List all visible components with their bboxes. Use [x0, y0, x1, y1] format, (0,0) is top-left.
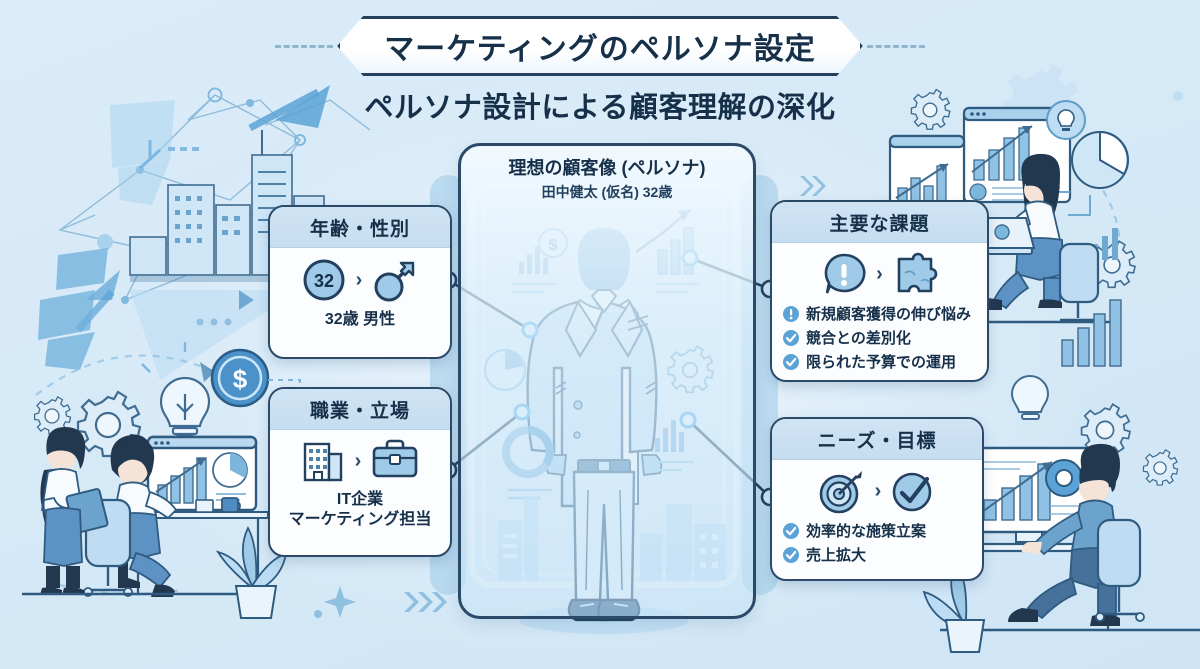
right-charts-decoration — [1010, 299, 1179, 486]
check-badge-icon — [783, 546, 799, 563]
check-circle-icon — [893, 472, 932, 512]
list-item: 限られた予算での運用 — [782, 351, 977, 372]
briefcase-icon — [373, 439, 418, 478]
card-key-issues-title: 主要な課題 — [772, 202, 987, 243]
card-issues-bullet-list: 新規顧客獲得の伸び悩み 競合との差別化 限られた予算での運用 — [782, 303, 977, 372]
persona-panel-title: 理想の顧客像 (ペルソナ) — [508, 158, 706, 178]
card-occupation-title: 職業・立場 — [270, 389, 450, 430]
lightbulb-icon-left — [141, 342, 229, 444]
card-age-separator: › — [355, 269, 363, 291]
list-item-label: 売上拡大 — [806, 547, 867, 564]
list-item: 効率的な施策立案 — [782, 520, 972, 541]
card-needs-separator: › — [874, 480, 882, 502]
persona-panel: 理想の顧客像 (ペルソナ) 田中健太 (仮名) 32歳 — [458, 143, 756, 619]
list-item: 売上拡大 — [782, 544, 972, 565]
exclamation-bubble-icon — [824, 253, 866, 294]
list-item-label: 効率的な施策立案 — [806, 523, 927, 540]
card-needs-goals-title: ニーズ・目標 — [772, 419, 982, 460]
card-key-issues[interactable]: 主要な課題 › — [770, 200, 989, 382]
check-badge-icon — [783, 329, 799, 346]
title-bar: マーケティングのペルソナ設定 — [0, 16, 1200, 76]
card-job-caption: IT企業 マーケティング担当 — [280, 490, 440, 530]
donut-chart-icon-bottomright — [1045, 459, 1083, 497]
gear-icon-left-cluster — [33, 390, 142, 458]
card-occupation[interactable]: 職業・立場 › — [268, 387, 452, 557]
list-item: 競合との差別化 — [782, 327, 977, 348]
puzzle-piece-icon — [897, 252, 938, 293]
card-job-caption-line2: マーケティング担当 — [288, 511, 432, 528]
title-banner: マーケティングのペルソナ設定 — [337, 16, 863, 76]
check-badge-icon — [783, 522, 799, 539]
lightbulb-icon-right — [1010, 374, 1050, 420]
card-age-caption: 32歳 男性 — [324, 311, 396, 328]
age-circle-32-icon: 32 — [303, 259, 345, 301]
target-dart-icon — [819, 471, 862, 514]
exclamation-badge-icon — [783, 305, 799, 322]
svg-text:32: 32 — [314, 271, 334, 291]
check-badge-icon — [783, 353, 799, 370]
title-dash-left — [275, 44, 334, 48]
list-item-label: 新規顧客獲得の伸び悩み — [806, 306, 972, 323]
list-item: 新規顧客獲得の伸び悩み — [782, 303, 977, 324]
title-dash-right — [866, 44, 925, 48]
card-needs-goals[interactable]: ニーズ・目標 › — [770, 417, 984, 581]
two-women-at-desk-illustration — [22, 427, 269, 597]
dollar-coin-icon-left: $ — [210, 348, 270, 408]
card-age-gender[interactable]: 年齢・性別 32 › 32歳 男性 — [268, 205, 452, 359]
play-triangle-decoration — [239, 290, 254, 310]
card-needs-bullet-list: 効率的な施策立案 売上拡大 — [782, 520, 972, 565]
card-job-caption-line1: IT企業 — [336, 491, 384, 508]
pie-chart-icon-topright — [1071, 130, 1129, 189]
card-age-gender-title: 年齢・性別 — [270, 207, 450, 248]
card-issues-separator: › — [876, 263, 883, 285]
office-building-icon — [303, 442, 342, 482]
card-job-separator: › — [354, 450, 362, 472]
list-item-label: 限られた予算での運用 — [806, 354, 957, 371]
male-gender-icon — [374, 261, 415, 302]
svg-text:$: $ — [233, 364, 248, 394]
page-title: マーケティングのペルソナ設定 — [384, 33, 816, 66]
list-item-label: 競合との差別化 — [806, 330, 911, 347]
page-subtitle: ペルソナ設計による顧客理解の深化 — [364, 92, 836, 124]
persona-panel-subtitle: 田中健太 (仮名) 32歳 — [541, 184, 673, 200]
